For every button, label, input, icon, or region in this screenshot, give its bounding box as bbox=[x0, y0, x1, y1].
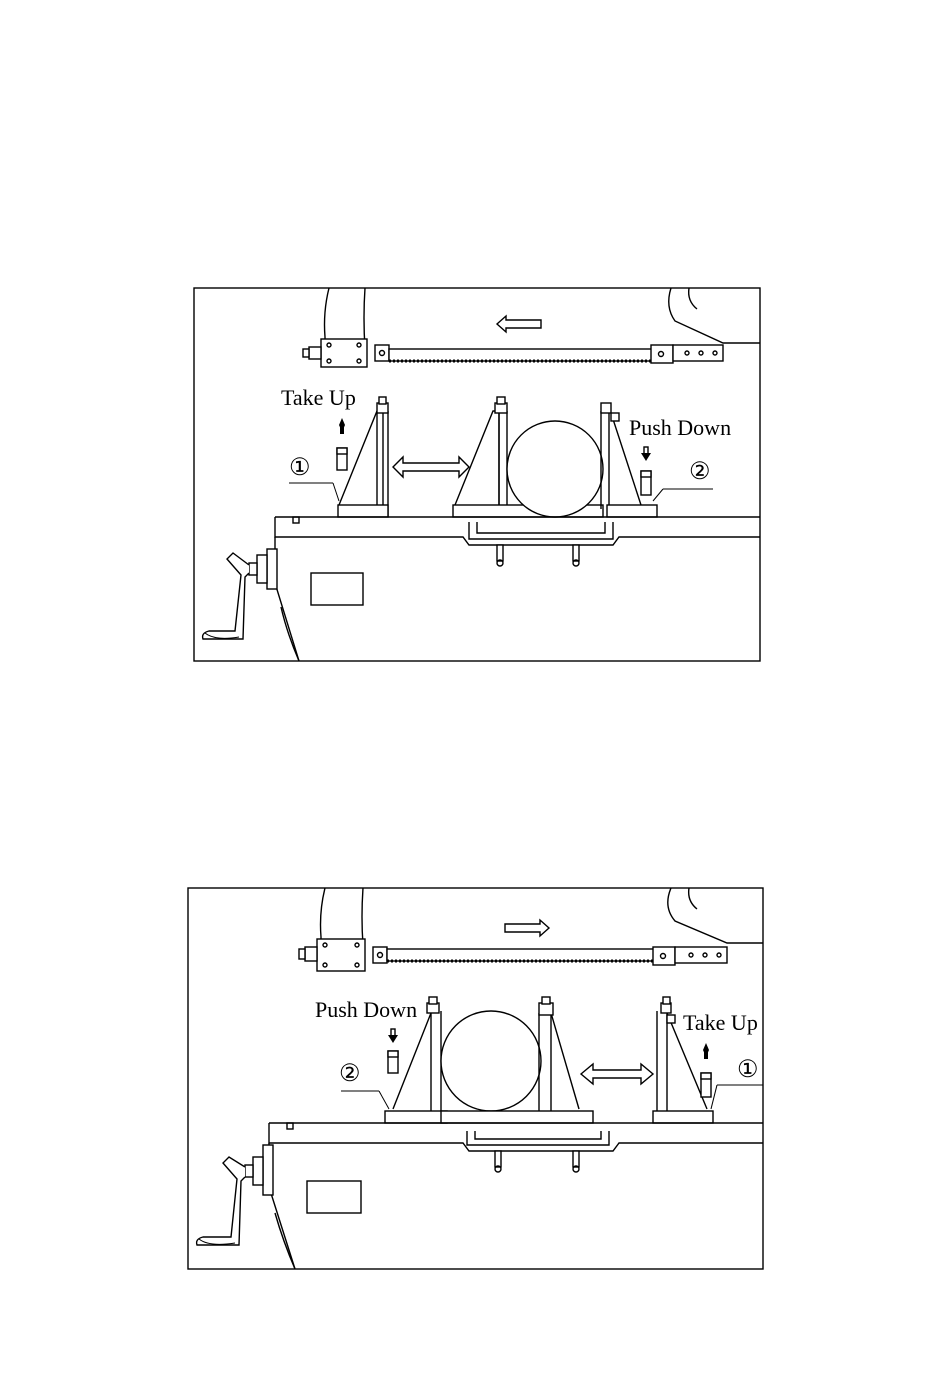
saw-arm-right bbox=[669, 288, 760, 343]
push-down-indicator bbox=[641, 447, 651, 495]
blade-guide-right bbox=[673, 345, 723, 361]
bottom-diagram: Push Down Take Up ② ① bbox=[187, 887, 764, 1270]
jaw-move-arrow bbox=[581, 1064, 653, 1084]
saw-blade bbox=[387, 949, 657, 961]
crank-handle bbox=[203, 553, 249, 639]
top-diagram-svg: Take Up Push Down ① ② bbox=[193, 287, 761, 662]
workpiece bbox=[441, 1011, 541, 1111]
top-diagram: Take Up Push Down ① ② bbox=[193, 287, 761, 662]
label-left-action: Take Up bbox=[281, 385, 356, 410]
take-up-indicator bbox=[701, 1043, 711, 1097]
diagram-frame bbox=[194, 288, 760, 661]
label-left-action: Push Down bbox=[315, 997, 417, 1022]
label-right-action: Take Up bbox=[683, 1010, 758, 1035]
saw-blade bbox=[389, 349, 659, 361]
jaw-move-arrow bbox=[393, 457, 469, 477]
bottom-diagram-svg: Push Down Take Up ② ① bbox=[187, 887, 764, 1270]
nameplate bbox=[307, 1181, 361, 1213]
vise-jaw-center bbox=[455, 411, 499, 505]
blade-guide-right bbox=[675, 947, 727, 963]
take-up-indicator bbox=[337, 418, 347, 470]
crank-handle bbox=[197, 1157, 245, 1245]
handwheel-hub bbox=[267, 549, 277, 589]
machine-body bbox=[275, 537, 299, 661]
blade-direction-arrow bbox=[497, 316, 541, 332]
push-down-indicator bbox=[388, 1029, 398, 1073]
label-right-action: Push Down bbox=[629, 415, 731, 440]
marker-right: ① bbox=[737, 1057, 759, 1083]
handwheel-hub bbox=[263, 1145, 273, 1195]
marker-right: ② bbox=[689, 459, 711, 485]
saw-arm-left bbox=[321, 888, 326, 945]
nameplate bbox=[311, 573, 363, 605]
marker-left: ① bbox=[289, 455, 311, 481]
blade-direction-arrow bbox=[505, 920, 549, 936]
workpiece bbox=[507, 421, 603, 517]
saw-arm-right bbox=[668, 888, 763, 943]
marker-left: ② bbox=[339, 1061, 361, 1087]
